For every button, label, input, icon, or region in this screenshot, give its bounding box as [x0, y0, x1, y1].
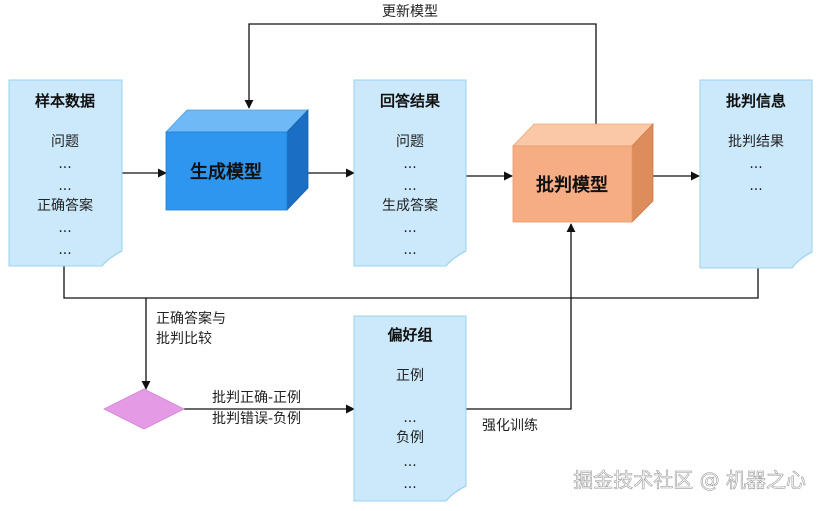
doc-lines-answer-results: 问题 ... ... 生成答案 ... ... [382, 134, 438, 258]
doc-line: ... [58, 220, 71, 236]
doc-fold [791, 251, 813, 269]
arrow-preference-to-judge [466, 223, 576, 410]
doc-fold [445, 250, 467, 267]
doc-line: ... [58, 156, 71, 172]
doc-line: ... [749, 178, 762, 194]
split-label-positive: 批判正确-正例 [212, 390, 301, 406]
doc-line: ... [403, 410, 416, 426]
judge-model-label: 批判模型 [536, 174, 608, 196]
doc-line: ... [403, 178, 416, 194]
doc-sample-data: 样本数据 问题 ... ... 正确答案 ... ... [8, 79, 123, 267]
split-label-negative: 批判错误-负例 [212, 411, 301, 427]
cube-front-face [512, 145, 633, 223]
doc-preference-set: 偏好组 正例 ... 负例 ... ... [353, 315, 467, 502]
line-bottom-bus [63, 263, 759, 299]
doc-line: 问题 [51, 134, 79, 150]
judge-model-cube: 批判模型 [512, 123, 654, 223]
cube-top-face [165, 109, 309, 133]
compare-label-line-2: 批判比较 [156, 331, 212, 347]
doc-line: 生成答案 [382, 197, 438, 214]
doc-line: ... [403, 220, 416, 236]
rl-training-label: 强化训练 [482, 418, 538, 434]
doc-title-judge-info: 批判信息 [726, 92, 786, 110]
doc-line: 问题 [396, 134, 424, 150]
doc-answer-results: 回答结果 问题 ... ... 生成答案 ... ... [353, 79, 467, 267]
doc-judge-info: 批判信息 批判结果 ... ... [699, 79, 813, 269]
compare-label-line-1: 正确答案与 [156, 310, 226, 327]
doc-line: ... [58, 242, 71, 258]
doc-line: 正例 [396, 368, 424, 384]
doc-line: ... [58, 178, 71, 194]
cube-front-face [165, 131, 288, 211]
doc-lines-judge-info: 批判结果 ... ... [728, 134, 784, 194]
doc-line: 批判结果 [728, 134, 784, 150]
doc-lines-preference-set: 正例 ... 负例 ... ... [396, 368, 424, 492]
doc-title-preference-set: 偏好组 [387, 326, 432, 344]
doc-fold [101, 250, 123, 267]
doc-fold [445, 485, 467, 502]
doc-line: ... [749, 156, 762, 172]
doc-title-answer-results: 回答结果 [380, 92, 441, 110]
doc-title-sample-data: 样本数据 [35, 92, 95, 110]
doc-line: ... [403, 156, 416, 172]
update-model-label: 更新模型 [382, 4, 438, 20]
generator-model-cube: 生成模型 [165, 109, 309, 211]
doc-line: ... [403, 242, 416, 258]
doc-line: 正确答案 [37, 197, 93, 214]
doc-line: ... [403, 454, 416, 470]
compare-diamond [103, 388, 185, 430]
generator-model-label: 生成模型 [190, 161, 262, 183]
connectors [63, 23, 759, 414]
watermark-text: 掘金技术社区 @ 机器之心 [573, 468, 806, 492]
cube-top-face [512, 123, 654, 147]
arrow-update-model-loop [244, 23, 597, 124]
doc-line: ... [403, 476, 416, 492]
doc-line: 负例 [396, 430, 424, 446]
doc-lines-sample-data: 问题 ... ... 正确答案 ... ... [37, 134, 93, 258]
